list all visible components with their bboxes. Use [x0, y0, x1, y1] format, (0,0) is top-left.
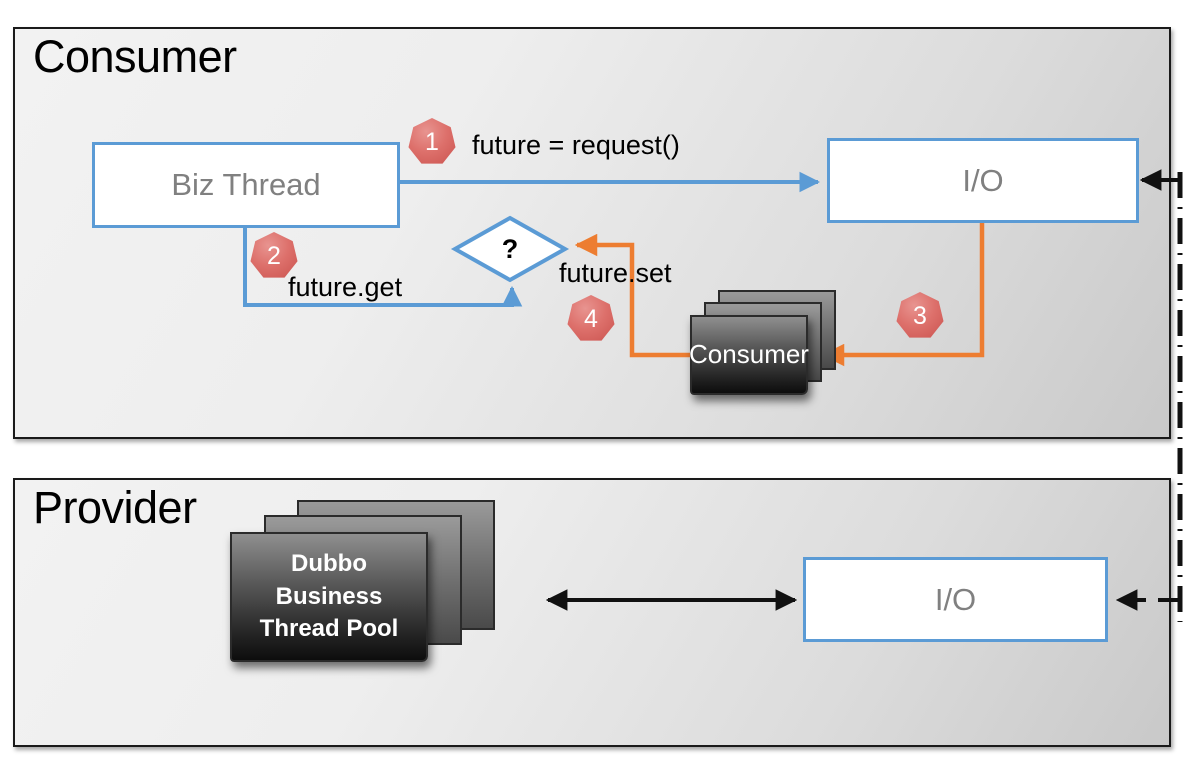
step-badge-1-number: 1 — [425, 127, 439, 156]
provider-io-box[interactable]: I/O — [803, 557, 1108, 642]
dubbo-thread-pool-label: Dubbo Business Thread Pool — [238, 548, 420, 645]
consumer-stack-label: Consumer — [689, 339, 809, 370]
consumer-thread-stack[interactable]: Consumer — [689, 290, 840, 400]
step-badge-1: 1 — [408, 118, 456, 164]
provider-panel-title: Provider — [33, 482, 197, 533]
consumer-io-box[interactable]: I/O — [827, 138, 1139, 223]
biz-thread-box[interactable]: Biz Thread — [92, 142, 400, 228]
decision-diamond-label: ? — [501, 233, 519, 264]
step-badge-3-number: 3 — [913, 301, 927, 330]
decision-diamond[interactable]: ? — [455, 218, 565, 280]
biz-thread-label: Biz Thread — [171, 167, 321, 202]
step-badge-4-number: 4 — [584, 304, 598, 333]
dubbo-thread-pool-label-line1: Dubbo Business — [275, 550, 383, 610]
dubbo-stack-card-front: Dubbo Business Thread Pool — [230, 532, 428, 662]
consumer-panel: Consumer — [13, 27, 1171, 439]
provider-io-label: I/O — [934, 581, 977, 617]
label-future-request: future = request() — [472, 130, 680, 160]
label-future-get: future.get — [288, 272, 403, 302]
label-future-set: future.set — [559, 258, 672, 288]
consumer-stack-card-front: Consumer — [689, 315, 809, 395]
dubbo-business-thread-pool-stack[interactable]: Dubbo Business Thread Pool — [230, 500, 550, 690]
step-badge-2-number: 2 — [267, 241, 281, 270]
dubbo-thread-pool-label-line2: Thread Pool — [259, 615, 399, 643]
consumer-io-label: I/O — [962, 162, 1004, 198]
consumer-panel-title: Consumer — [33, 31, 237, 82]
